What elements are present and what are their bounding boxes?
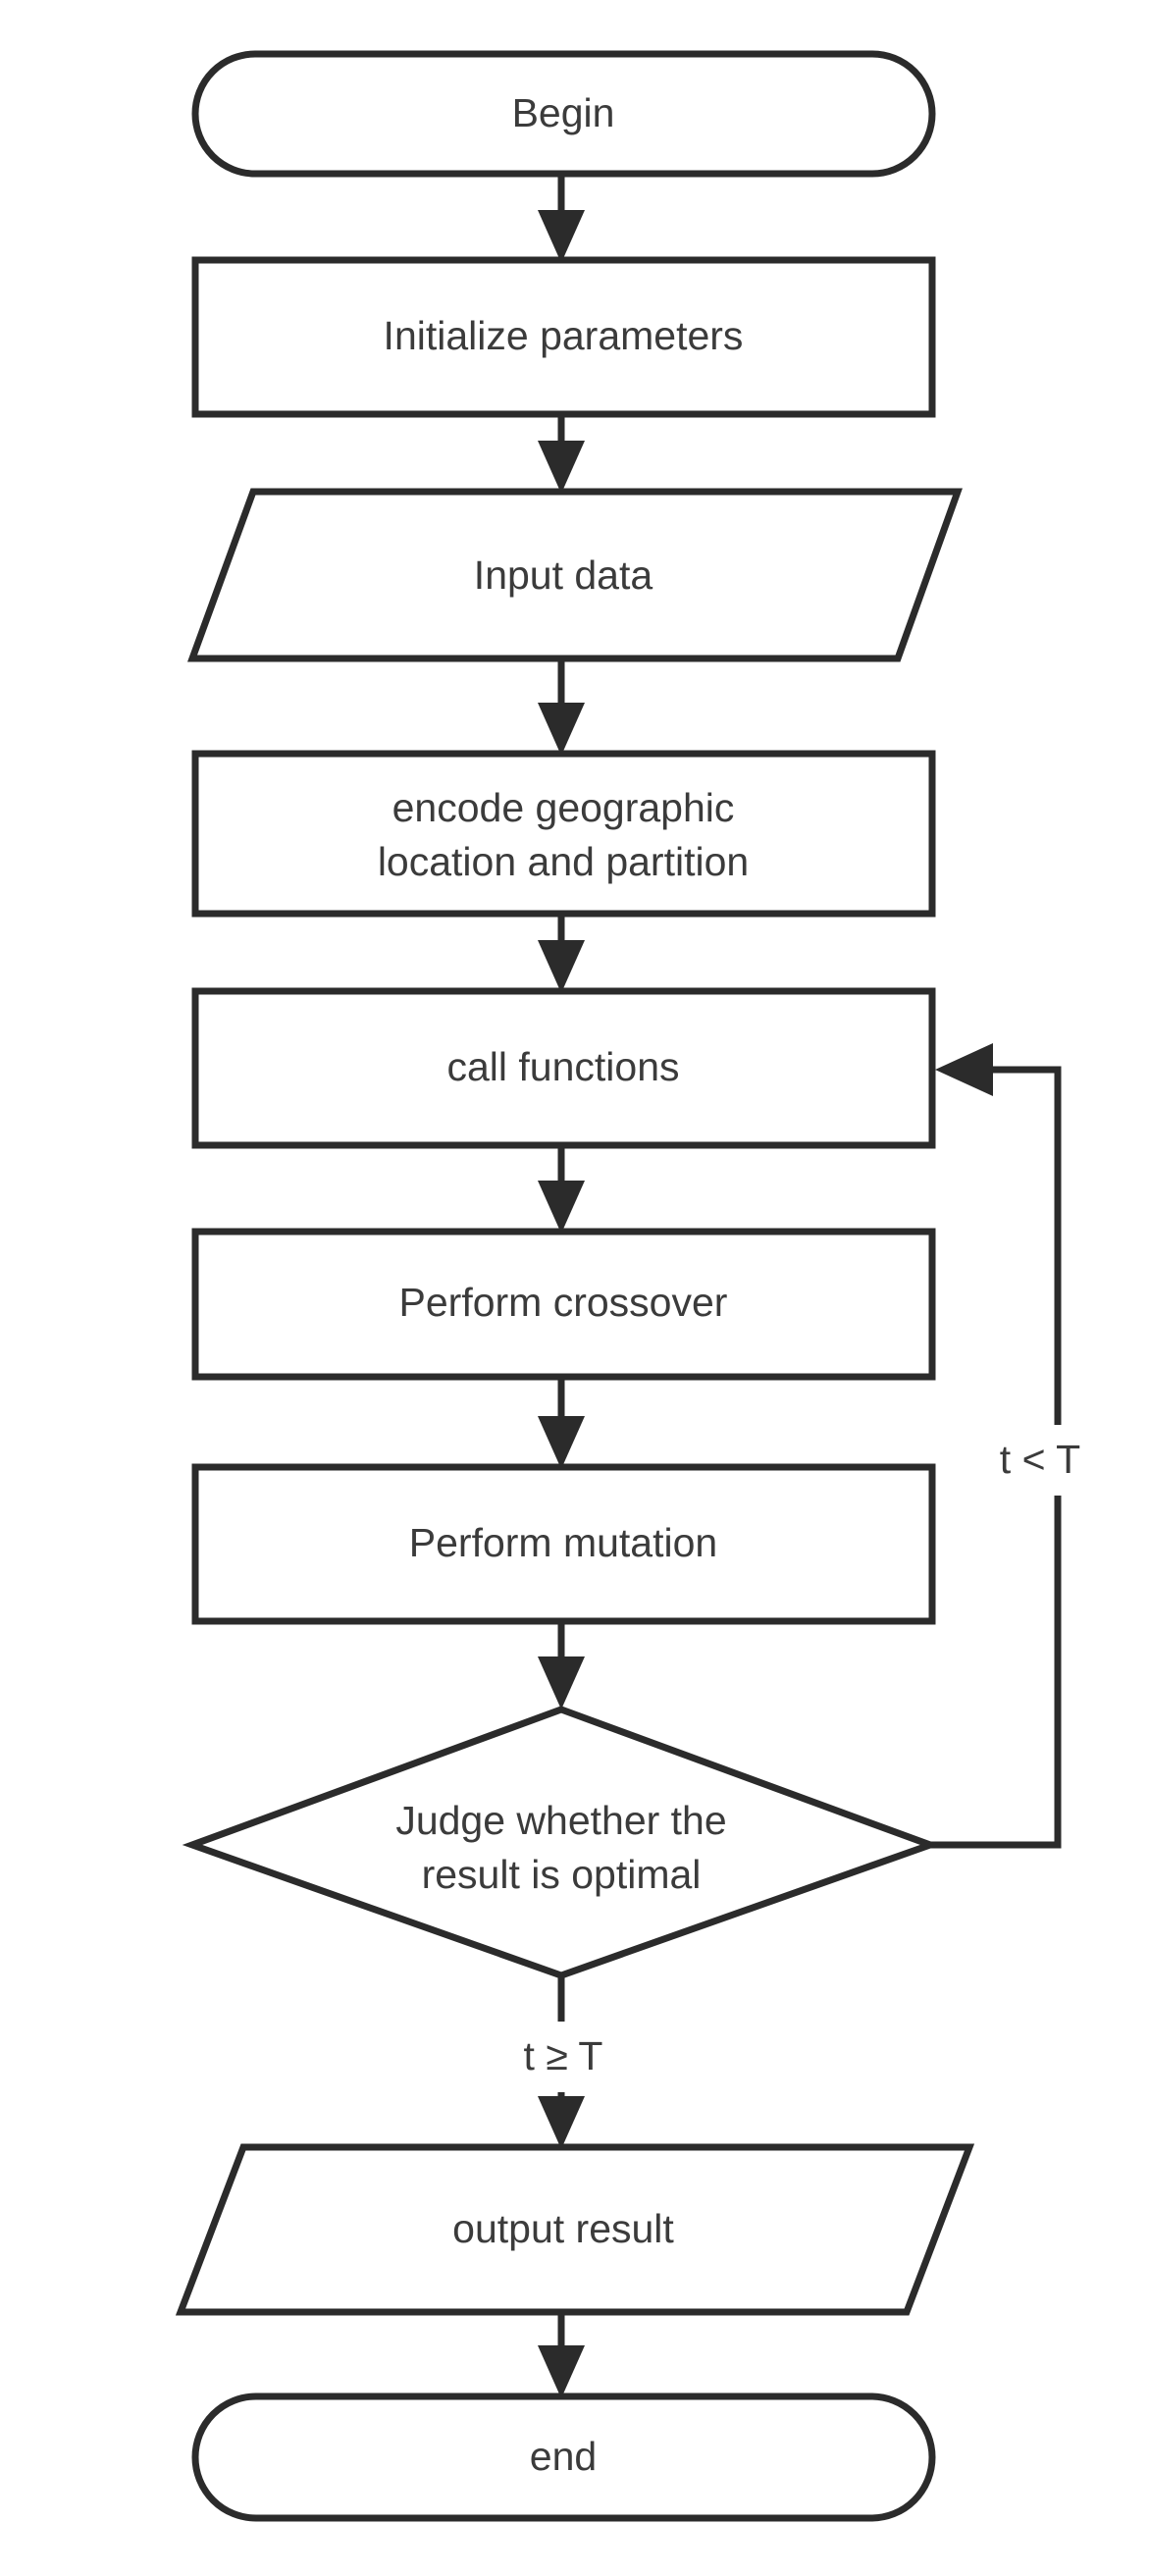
node-encode-geographic[interactable]: encode geographic location and partition bbox=[191, 750, 936, 918]
edge-init-to-input bbox=[538, 412, 585, 494]
edge-call-to-crossover bbox=[538, 1143, 585, 1234]
edge-begin-to-init bbox=[538, 172, 585, 263]
node-judge-decision[interactable]: Judge whether the result is optimal bbox=[182, 1706, 941, 1979]
judge-decision-label-line1: Judge whether the bbox=[395, 1798, 726, 1843]
edge-crossover-to-mutation bbox=[538, 1374, 585, 1469]
call-functions-shape bbox=[191, 987, 936, 1149]
node-initialize-parameters[interactable]: Initialize parameters bbox=[191, 256, 936, 418]
input-data-label: Input data bbox=[474, 552, 653, 598]
t-geq-T-halo bbox=[491, 2022, 636, 2092]
input-data-shape bbox=[186, 488, 963, 662]
edge-encode-to-call bbox=[538, 913, 585, 993]
begin-shape bbox=[191, 50, 936, 178]
perform-mutation-label: Perform mutation bbox=[409, 1520, 717, 1565]
node-call-functions[interactable]: call functions bbox=[191, 987, 936, 1149]
judge-decision-label-line2: result is optimal bbox=[422, 1852, 702, 1897]
edge-label-t-less-than-T: t < T bbox=[971, 1425, 1109, 1496]
output-result-shape bbox=[175, 2143, 975, 2316]
judge-decision-shape bbox=[182, 1706, 941, 1979]
output-result-label: output result bbox=[452, 2206, 674, 2251]
encode-geographic-label-line1: encode geographic bbox=[392, 785, 735, 830]
t-geq-T-text: t ≥ T bbox=[524, 2033, 603, 2078]
end-label: end bbox=[530, 2434, 597, 2479]
edge-input-to-encode bbox=[538, 659, 585, 756]
initialize-parameters-shape bbox=[191, 256, 936, 418]
edge-mutation-to-judge bbox=[538, 1619, 585, 1709]
t-less-than-T-halo bbox=[971, 1425, 1109, 1496]
node-begin[interactable]: Begin bbox=[191, 50, 936, 178]
t-less-than-T-text: t < T bbox=[1000, 1437, 1080, 1482]
end-shape bbox=[191, 2392, 936, 2522]
perform-mutation-shape bbox=[191, 1463, 936, 1625]
encode-geographic-label-line2: location and partition bbox=[378, 839, 749, 884]
initialize-parameters-label: Initialize parameters bbox=[384, 313, 744, 358]
node-output-result[interactable]: output result bbox=[175, 2143, 975, 2316]
begin-label: Begin bbox=[512, 90, 615, 135]
node-input-data[interactable]: Input data bbox=[186, 488, 963, 662]
call-functions-label: call functions bbox=[446, 1044, 679, 1089]
perform-crossover-label: Perform crossover bbox=[399, 1280, 728, 1325]
perform-crossover-shape bbox=[191, 1228, 936, 1381]
edge-label-t-geq-T: t ≥ T bbox=[491, 2022, 636, 2092]
node-end[interactable]: end bbox=[191, 2392, 936, 2522]
encode-geographic-shape bbox=[191, 750, 936, 918]
node-perform-mutation[interactable]: Perform mutation bbox=[191, 1463, 936, 1625]
edge-output-to-end bbox=[538, 2311, 585, 2398]
node-perform-crossover[interactable]: Perform crossover bbox=[191, 1228, 936, 1381]
